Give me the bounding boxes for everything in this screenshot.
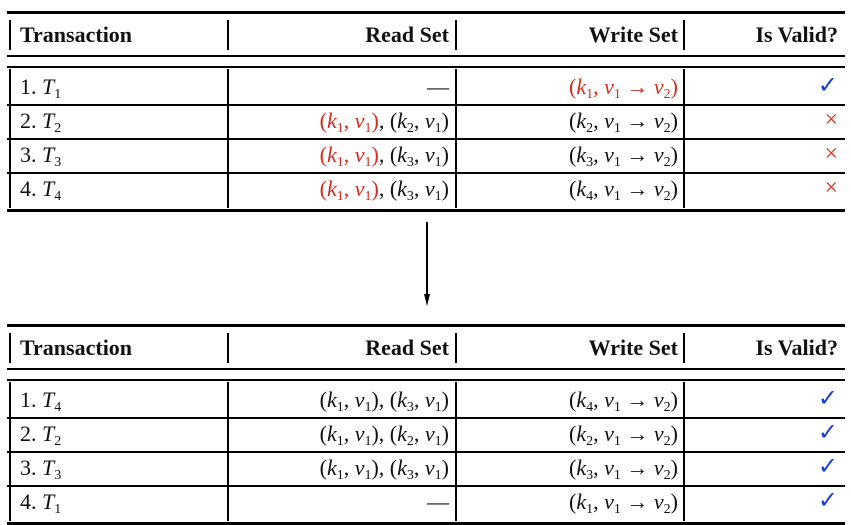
vline-col2 [227,20,229,50]
write-set-cell: (k1, v1 → v2) [569,489,678,517]
header-write-set: Write Set [588,22,678,47]
header-rule [7,368,845,370]
write-set-cell: (k4, v1 → v2) [569,176,678,204]
write-set-cell: (k2, v1 → v2) [569,108,678,136]
cross-icon: × [824,141,838,167]
write-set-cell: (k2, v1 → v2) [569,421,678,449]
row-rule [7,172,845,174]
row-rule [7,138,845,140]
down-arrow-icon [424,222,430,306]
read-set-cell: — [427,489,449,514]
transaction-cell: 4. T4 [20,176,62,204]
cross-icon: × [824,175,838,201]
transaction-cell: 2. T2 [20,108,62,136]
row-rule [7,451,845,453]
body-top-rule [7,379,845,381]
header-transaction: Transaction [20,335,133,360]
header-transaction: Transaction [20,22,133,47]
cross-icon: × [824,107,838,133]
read-set-cell: (k1, v1), (k3, v1) [319,455,449,483]
header-rule [7,55,845,57]
vline-col2 [227,69,229,208]
transaction-cell: 3. T3 [20,142,62,170]
vline-col4 [683,382,685,521]
header-is-valid: Is Valid? [755,22,838,47]
write-set-cell: (k1, v1 → v2) [569,74,678,102]
body-top-rule [7,66,845,68]
top-rule [7,324,845,327]
bottom-rule [7,209,845,212]
vline-col4 [683,20,685,50]
vline-left [9,382,11,521]
row-rule [7,485,845,487]
transaction-cell: 4. T1 [20,489,62,517]
vline-col4 [683,333,685,363]
header-write-set: Write Set [588,335,678,360]
checkmark-icon: ✓ [817,386,838,412]
checkmark-icon: ✓ [817,420,838,446]
write-set-cell: (k3, v1 → v2) [569,455,678,483]
read-set-cell: (k1, v1), (k2, v1) [319,421,449,449]
checkmark-icon: ✓ [817,488,838,514]
header-read-set: Read Set [365,335,449,360]
vline-col4 [683,69,685,208]
vline-col2 [227,333,229,363]
read-set-cell: — [427,74,449,99]
vline-col3 [455,382,457,521]
read-set-cell: (k1, v1), (k3, v1) [319,387,449,415]
transaction-cell: 1. T4 [20,387,62,415]
header-is-valid: Is Valid? [755,335,838,360]
write-set-cell: (k3, v1 → v2) [569,142,678,170]
read-set-cell: (k1, v1), (k3, v1) [319,176,449,204]
vline-left [9,333,11,363]
header-read-set: Read Set [365,22,449,47]
write-set-cell: (k4, v1 → v2) [569,387,678,415]
vline-left [9,20,11,50]
top-rule [7,11,845,14]
vline-col3 [455,20,457,50]
read-set-cell: (k1, v1), (k2, v1) [319,108,449,136]
checkmark-icon: ✓ [817,454,838,480]
vline-col3 [455,333,457,363]
checkmark-icon: ✓ [817,73,838,99]
row-rule [7,104,845,106]
row-rule [7,417,845,419]
transaction-cell: 1. T1 [20,74,62,102]
vline-col3 [455,69,457,208]
vline-col2 [227,382,229,521]
vline-left [9,69,11,208]
read-set-cell: (k1, v1), (k3, v1) [319,142,449,170]
transaction-cell: 3. T3 [20,455,62,483]
transaction-cell: 2. T2 [20,421,62,449]
